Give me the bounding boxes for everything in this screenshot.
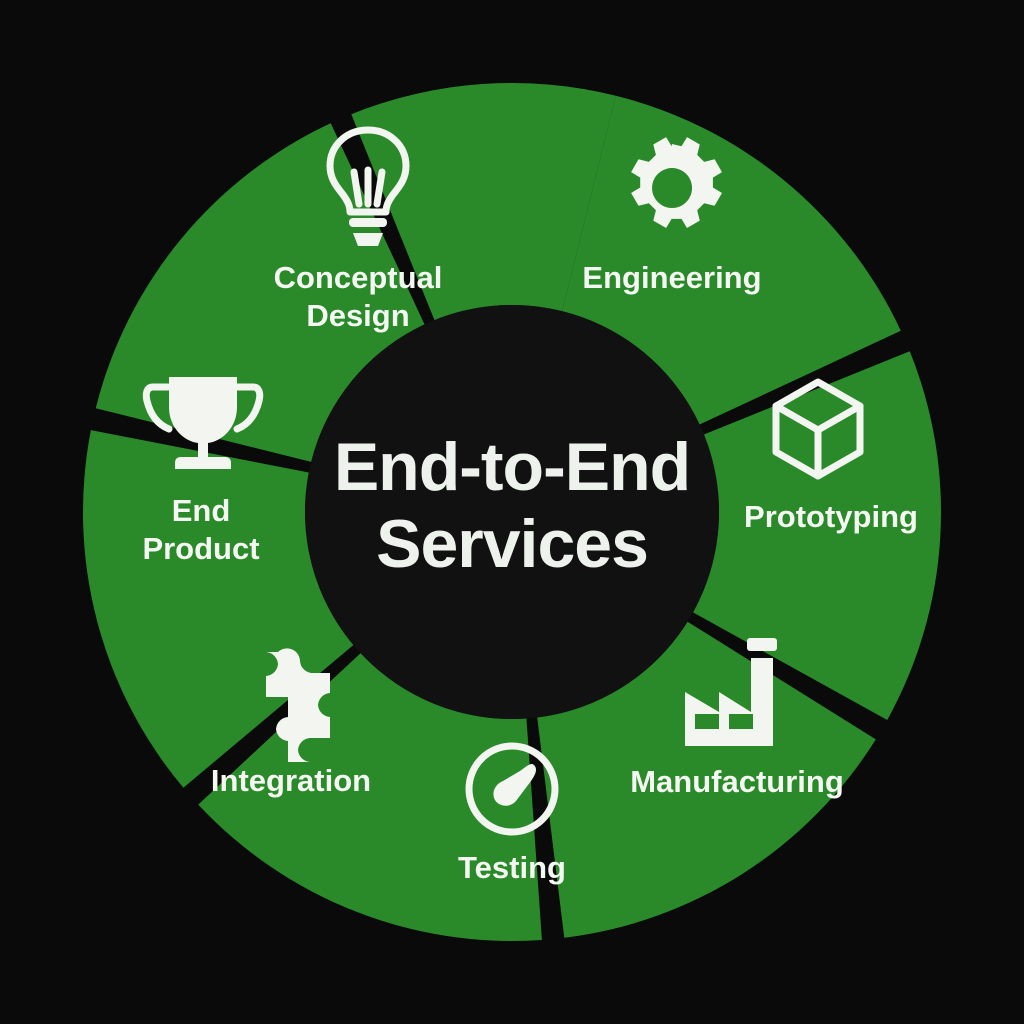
ring-segment-integration[interactable] [82, 430, 354, 788]
segment-label-integration: Integration [211, 763, 371, 798]
center-title-line1: End-to-End [334, 429, 690, 505]
segment-label-testing: Testing [458, 850, 566, 885]
segment-label-prototyping: Prototyping [744, 499, 918, 534]
segment-label-end-product-line2: Product [142, 531, 259, 566]
segment-label-engineering: Engineering [582, 260, 761, 295]
segment-label-conceptual-design: Conceptual [274, 260, 443, 295]
ring-segment-manufacturing[interactable] [537, 621, 876, 938]
center-hub [305, 305, 719, 719]
segment-label-end-product: End [172, 493, 231, 528]
ring-segment-conceptual-design[interactable] [351, 83, 616, 321]
ring-segment-prototyping[interactable] [693, 351, 942, 720]
segment-labels: EngineeringPrototypingManufacturingTesti… [142, 130, 918, 885]
center-title-line2: Services [376, 506, 648, 582]
segment-label-manufacturing: Manufacturing [630, 764, 844, 799]
segment-label-conceptual-design-line2: Design [306, 298, 409, 333]
